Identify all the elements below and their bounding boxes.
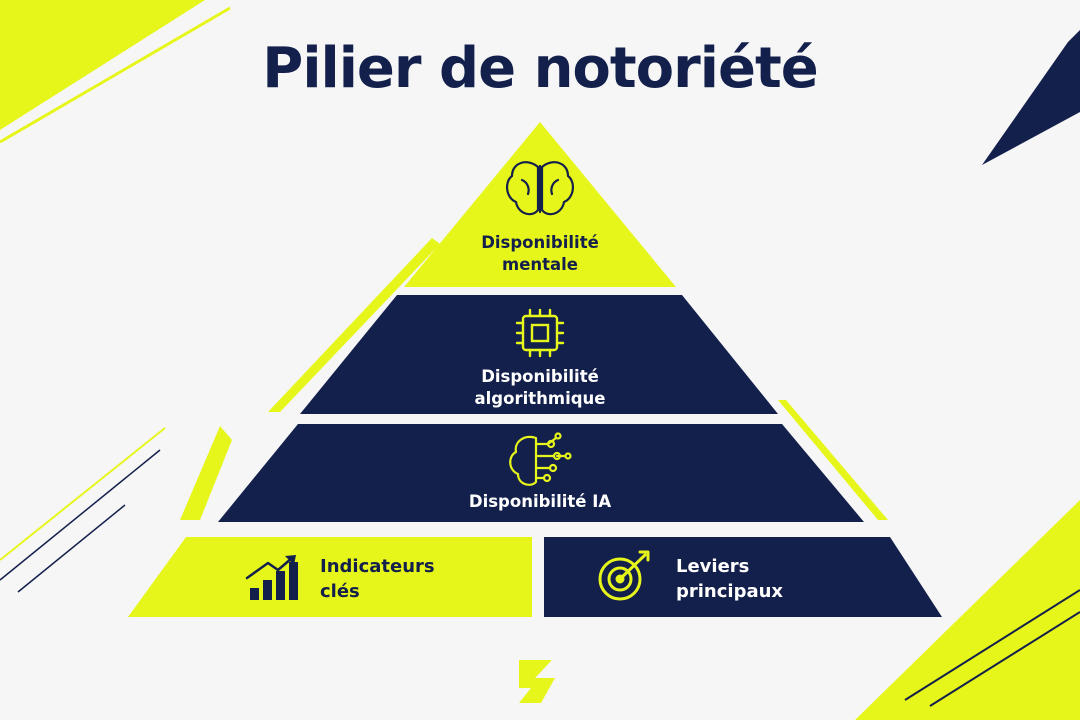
tier-label-mentale-line2: mentale xyxy=(502,255,578,274)
corner-decoration-top-left xyxy=(0,0,205,130)
b-logo-icon xyxy=(519,660,555,703)
corner-line-left-1 xyxy=(0,427,166,561)
base-card-indicators xyxy=(128,537,532,617)
corner-line-left-3 xyxy=(17,504,126,593)
base-label-indicators-line2: clés xyxy=(320,581,360,602)
base-label-indicators-line1: Indicateurs xyxy=(320,556,435,577)
page-title: Pilier de notoriété xyxy=(262,36,818,101)
corner-line-bottom-right-2 xyxy=(929,611,1080,707)
tier-label-ia: Disponibilité IA xyxy=(420,491,660,513)
tier-label-ia-line1: Disponibilité IA xyxy=(468,492,612,511)
tier-label-algorithmique: Disponibilité algorithmique xyxy=(420,366,660,410)
brain-icon xyxy=(506,161,574,216)
corner-decoration-bottom-right xyxy=(855,500,1080,720)
base-label-indicators: Indicateurs clés xyxy=(320,554,520,604)
tier-label-algorithmique-line1: Disponibilité xyxy=(481,367,599,386)
corner-decoration-top-right xyxy=(982,30,1080,165)
corner-line-top-left xyxy=(0,6,231,144)
side-accent-right xyxy=(778,400,888,520)
base-label-levers: Leviers principaux xyxy=(676,554,876,604)
tier-label-algorithmique-line2: algorithmique xyxy=(474,389,606,408)
corner-line-left-2 xyxy=(0,449,161,581)
base-label-levers-line1: Leviers xyxy=(676,556,750,577)
tier-label-mentale-line1: Disponibilité xyxy=(481,233,599,252)
side-accent-left-lower xyxy=(180,426,232,520)
ai-brain-icon xyxy=(509,432,572,486)
tier-label-mentale: Disponibilité mentale xyxy=(440,232,640,276)
side-accent-left-upper xyxy=(268,238,440,412)
target-icon xyxy=(598,550,650,601)
chip-icon xyxy=(515,308,565,358)
growth-chart-icon xyxy=(245,555,298,600)
corner-line-bottom-right-1 xyxy=(904,589,1080,701)
pyramid-tier-lower xyxy=(218,424,864,522)
base-label-levers-line2: principaux xyxy=(676,581,784,602)
